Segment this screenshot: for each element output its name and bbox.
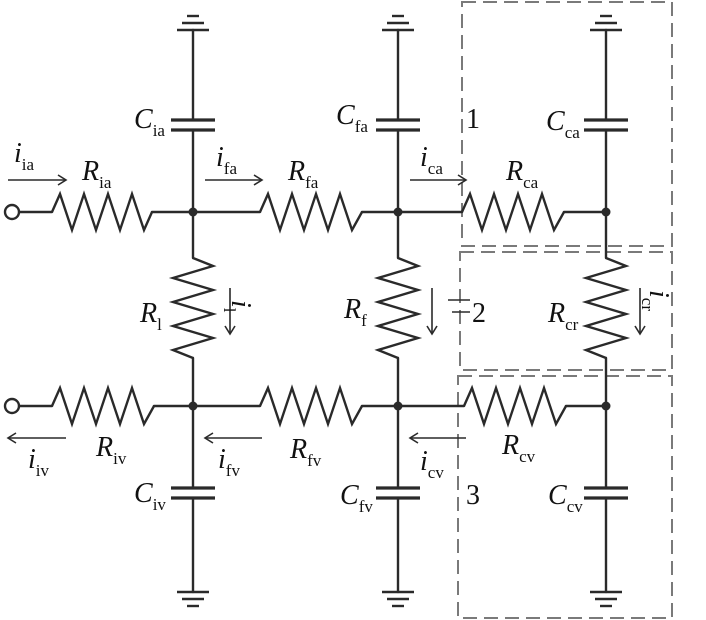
label-r-ca: Rca	[505, 156, 539, 192]
arrow-i-cv-icon	[408, 432, 466, 444]
resistor-r-f	[373, 256, 423, 360]
label-i-fv: ifv	[218, 444, 240, 480]
label-i-ia: iia	[14, 138, 35, 174]
input-terminal-venous	[3, 397, 21, 415]
arrow-i-iv-icon	[6, 432, 66, 444]
label-r-fv: Rfv	[289, 434, 322, 470]
label-c-iv: Civ	[134, 478, 166, 514]
ground-top-f	[382, 14, 414, 32]
arrow-i-fv-icon	[203, 432, 262, 444]
component-labels: iia Ria Cia ifa Rfa Cfa ica Rca Cca Rl i…	[14, 100, 674, 516]
label-c-fv: Cfv	[340, 480, 373, 516]
resistor-r-ca	[460, 190, 566, 234]
label-r-cv: Rcv	[501, 430, 536, 466]
label-r-iv: Riv	[95, 432, 127, 468]
resistor-r-iv	[50, 384, 156, 428]
arrow-i-ca-icon	[410, 174, 468, 186]
label-c-fa: Cfa	[336, 100, 368, 136]
arrow-i-fa-icon	[205, 174, 264, 186]
resistor-r-fv	[258, 384, 364, 428]
column-c	[581, 28, 631, 594]
current-arrows	[6, 174, 646, 444]
label-i-fa: ifa	[216, 142, 237, 178]
label-r-cr: Rcr	[547, 298, 579, 334]
arrow-i-l-icon	[224, 288, 236, 336]
region-box-3	[457, 375, 673, 619]
ground-top-c	[590, 14, 622, 32]
region-two-marker	[448, 299, 470, 313]
label-i-cv: icv	[420, 446, 444, 482]
region-box-2	[459, 251, 673, 371]
label-c-cv: Ccv	[548, 480, 583, 516]
arrow-i-ia-icon	[8, 174, 68, 186]
column-f	[373, 28, 423, 594]
top-branch	[17, 190, 610, 234]
region-numbers: 1 2 3	[466, 104, 486, 511]
ground-top-i	[177, 14, 209, 32]
label-i-iv: iiv	[28, 444, 50, 480]
input-terminal-arterial	[3, 203, 21, 221]
ground-bottom-i	[177, 590, 209, 608]
region-box-1	[461, 1, 673, 247]
arrow-i-f-icon	[426, 288, 438, 336]
label-r-ia: Ria	[81, 156, 112, 192]
label-r-f: Rf	[343, 294, 367, 330]
label-i-ca: ica	[420, 142, 443, 178]
arrow-i-cr-icon	[634, 288, 646, 336]
resistor-r-l	[168, 256, 218, 360]
bottom-branch	[17, 384, 610, 428]
region-number-3: 3	[466, 480, 480, 511]
label-i-l: il	[220, 300, 256, 313]
column-i	[168, 28, 218, 594]
resistor-r-cr	[581, 256, 631, 360]
label-i-cr: icr	[638, 290, 674, 311]
ground-bottom-c	[590, 590, 622, 608]
resistor-r-cv	[462, 384, 568, 428]
region-boxes	[457, 1, 673, 619]
resistor-r-ia	[50, 190, 154, 234]
region-number-2: 2	[472, 298, 486, 329]
junction-dots	[188, 207, 611, 411]
label-c-ca: Cca	[546, 106, 580, 142]
label-r-l: Rl	[139, 298, 162, 334]
ground-bottom-f	[382, 590, 414, 608]
region-number-1: 1	[466, 104, 480, 135]
label-r-fa: Rfa	[287, 156, 319, 192]
label-c-ia: Cia	[134, 104, 165, 140]
resistor-r-fa	[258, 190, 364, 234]
